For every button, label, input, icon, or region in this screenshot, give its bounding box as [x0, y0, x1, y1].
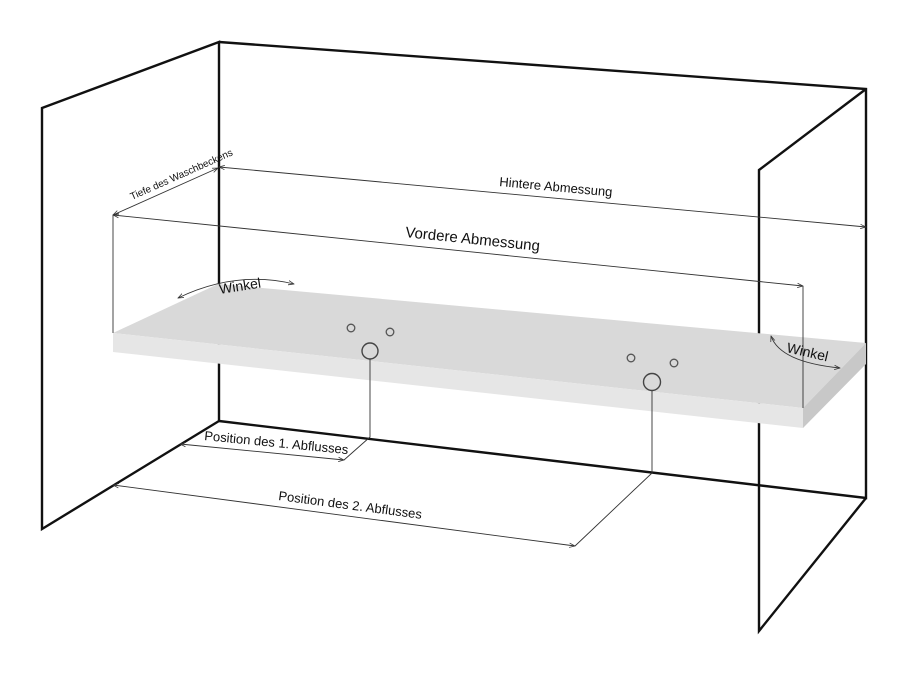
- back-wall: [218, 40, 868, 500]
- faucet-hole-left-1: [346, 323, 356, 333]
- drain-2-leader-line: [574, 391, 653, 547]
- faucet-hole-right-2: [669, 358, 679, 368]
- drain-1-dimension-line: [180, 444, 344, 460]
- countertop-top: [113, 284, 866, 408]
- front-dimension-label: Vordere Abmessung: [405, 224, 541, 255]
- faucet-hole-left-2: [626, 353, 636, 363]
- drain-2-position-label: Position des 2. Abflusses: [278, 488, 424, 522]
- back-dimension-label: Hintere Abmessung: [499, 174, 613, 199]
- angle-left-arc: [178, 278, 294, 298]
- drain-1-position-label: Position des 1. Abflusses: [204, 428, 350, 457]
- angle-right-arc: [771, 336, 840, 368]
- faucet-hole-right-1: [385, 327, 395, 337]
- drain-1-leader-line: [343, 359, 371, 461]
- drain-2-dimension-line: [113, 485, 575, 546]
- countertop-front-edge: [113, 333, 803, 428]
- left-wall: [40, 40, 221, 532]
- depth-dimension-line: [113, 168, 218, 215]
- angle-left-label: Winkel: [218, 275, 262, 297]
- back-dimension-line: [219, 167, 866, 227]
- drain-2-hole: [642, 372, 662, 392]
- front-dimension-line: [113, 215, 803, 286]
- countertop-side-edge: [803, 343, 866, 428]
